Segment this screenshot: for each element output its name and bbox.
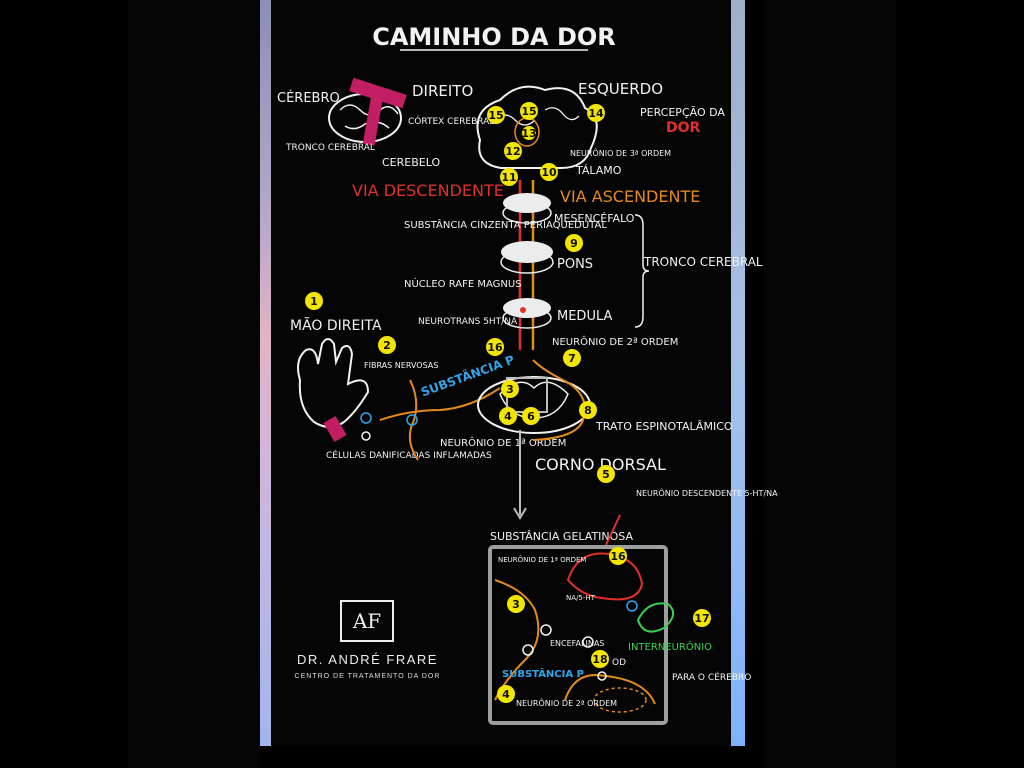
svg-text:2: 2 <box>383 339 391 352</box>
label-cerebro: CÉREBRO <box>277 90 340 106</box>
label-neurotrans: NEUROTRANS 5HT/NA <box>418 317 518 327</box>
svg-text:10: 10 <box>541 166 557 179</box>
svg-text:3: 3 <box>512 598 520 611</box>
svg-text:4: 4 <box>502 688 510 701</box>
detail-box <box>488 514 675 725</box>
label-detail-substancia-p: SUBSTÂNCIA P <box>502 667 584 680</box>
marker-17: 17 <box>693 609 711 627</box>
marker-2: 2 <box>378 336 396 354</box>
marker-11: 11 <box>500 168 518 186</box>
left-gradient-strip <box>260 0 271 746</box>
svg-text:18: 18 <box>592 653 607 666</box>
svg-text:4: 4 <box>504 410 512 423</box>
marker-8: 8 <box>579 401 597 419</box>
svg-text:5: 5 <box>602 468 610 481</box>
label-via-descendente: VIA DESCENDENTE <box>352 181 504 200</box>
svg-text:16: 16 <box>487 341 503 354</box>
brand-logo: AF <box>340 600 394 642</box>
svg-text:7: 7 <box>568 352 576 365</box>
label-direito: DIREITO <box>412 82 473 100</box>
label-celulas: CÉLULAS DANIFICADAS INFLAMADAS <box>326 449 492 461</box>
label-tronco-cerebral-small: TRONCO CEREBRAL <box>285 143 375 153</box>
label-cortex: CÓRTEX CEREBRAL <box>408 115 494 127</box>
svg-text:9: 9 <box>570 237 578 250</box>
label-para-cerebro: PARA O CÉREBRO <box>672 671 751 683</box>
svg-text:1: 1 <box>310 295 318 308</box>
svg-text:15: 15 <box>521 105 536 118</box>
label-substancia-cinzenta: SUBSTÂNCIA CINZENTA PERIAQUEDUTAL <box>404 218 607 231</box>
label-corno-dorsal: CORNO DORSAL <box>535 455 666 474</box>
marker-16-top: 16 <box>486 338 504 356</box>
marker-3-detail: 3 <box>507 595 525 613</box>
marker-15-left: 15 <box>487 106 505 124</box>
svg-text:17: 17 <box>694 612 709 625</box>
svg-text:15: 15 <box>488 109 503 122</box>
label-fibras: FIBRAS NERVOSAS <box>364 361 438 370</box>
svg-text:6: 6 <box>527 410 535 423</box>
label-od: OD <box>612 658 626 668</box>
marker-12: 12 <box>504 142 522 160</box>
label-pons: PONS <box>557 257 593 272</box>
spinal-cord-section <box>477 359 591 520</box>
marker-14: 14 <box>587 104 605 122</box>
svg-text:12: 12 <box>505 145 520 158</box>
label-tronco-cerebral: TRONCO CEREBRAL <box>643 255 763 269</box>
label-dor: DOR <box>666 120 701 136</box>
label-via-ascendente: VIA ASCENDENTE <box>560 187 700 206</box>
svg-text:13: 13 <box>521 127 536 140</box>
label-mao-direita: MÃO DIREITA <box>290 317 382 334</box>
marker-13: 13 <box>521 126 537 140</box>
label-na5ht: NA/5-HT <box>566 594 596 602</box>
right-gradient-strip <box>731 0 745 746</box>
marker-16-detail: 16 <box>609 547 627 565</box>
marker-4-detail: 4 <box>497 685 515 703</box>
marker-4: 4 <box>499 407 517 425</box>
svg-text:11: 11 <box>501 171 516 184</box>
hand-drawing <box>297 338 372 443</box>
marker-18: 18 <box>591 650 609 668</box>
label-trato: TRATO ESPINOTALÂMICO <box>595 420 733 433</box>
marker-5: 5 <box>597 465 615 483</box>
label-detail-neuronio-2: NEURÔNIO DE 2ª ORDEM <box>516 697 617 708</box>
label-nucleo-rafe: NÚCLEO RAFE MAGNUS <box>404 277 522 290</box>
label-percepcao: PERCEPÇÃO DA <box>640 106 725 119</box>
diagram-title: CAMINHO DA DOR <box>372 23 616 51</box>
number-markers: 1 2 3 4 5 6 7 8 9 10 11 12 13 14 15 15 1… <box>305 102 711 703</box>
label-neuronio-3: NEURÔNIO DE 3ª ORDEM <box>570 147 671 158</box>
label-gelatinosa: SUBSTÂNCIA GELATINOSA <box>490 530 633 543</box>
label-encefalinas: ENCEFALINAS <box>550 639 604 648</box>
marker-15-right: 15 <box>520 102 538 120</box>
label-mesencefalo: MESENCÉFALO <box>554 212 635 225</box>
marker-7: 7 <box>563 349 581 367</box>
svg-text:8: 8 <box>584 404 592 417</box>
brand-name: DR. ANDRÉ FRARE <box>297 652 438 667</box>
marker-1: 1 <box>305 292 323 310</box>
label-neuronio-descendente: NEURÔNIO DESCENDENTE 5-HT/NA <box>636 487 778 498</box>
brain-small-icon <box>328 77 407 146</box>
label-esquerdo: ESQUERDO <box>578 80 663 98</box>
label-medula: MEDULA <box>557 309 612 324</box>
marker-9: 9 <box>565 234 583 252</box>
label-talamo: TÁLAMO <box>575 164 622 177</box>
right-border-band <box>764 0 896 768</box>
label-neuronio-2: NEURÔNIO DE 2ª ORDEM <box>552 335 678 348</box>
label-cerebelo: CEREBELO <box>382 156 440 169</box>
marker-6: 6 <box>522 407 540 425</box>
svg-text:3: 3 <box>506 383 514 396</box>
brand-subtitle: CENTRO DE TRATAMENTO DA DOR <box>294 673 441 680</box>
marker-3: 3 <box>501 380 519 398</box>
marker-10: 10 <box>540 163 558 181</box>
brainstem-column <box>500 180 650 350</box>
label-detail-neuronio-1: NEURÔNIO DE 1ª ORDEM <box>498 555 586 564</box>
svg-text:14: 14 <box>588 107 604 120</box>
svg-text:16: 16 <box>610 550 626 563</box>
nerve-fibres <box>379 379 501 461</box>
chalkboard <box>271 0 731 746</box>
label-interneuronio: INTERNEURÔNIO <box>628 640 712 653</box>
left-border-band <box>128 0 260 768</box>
